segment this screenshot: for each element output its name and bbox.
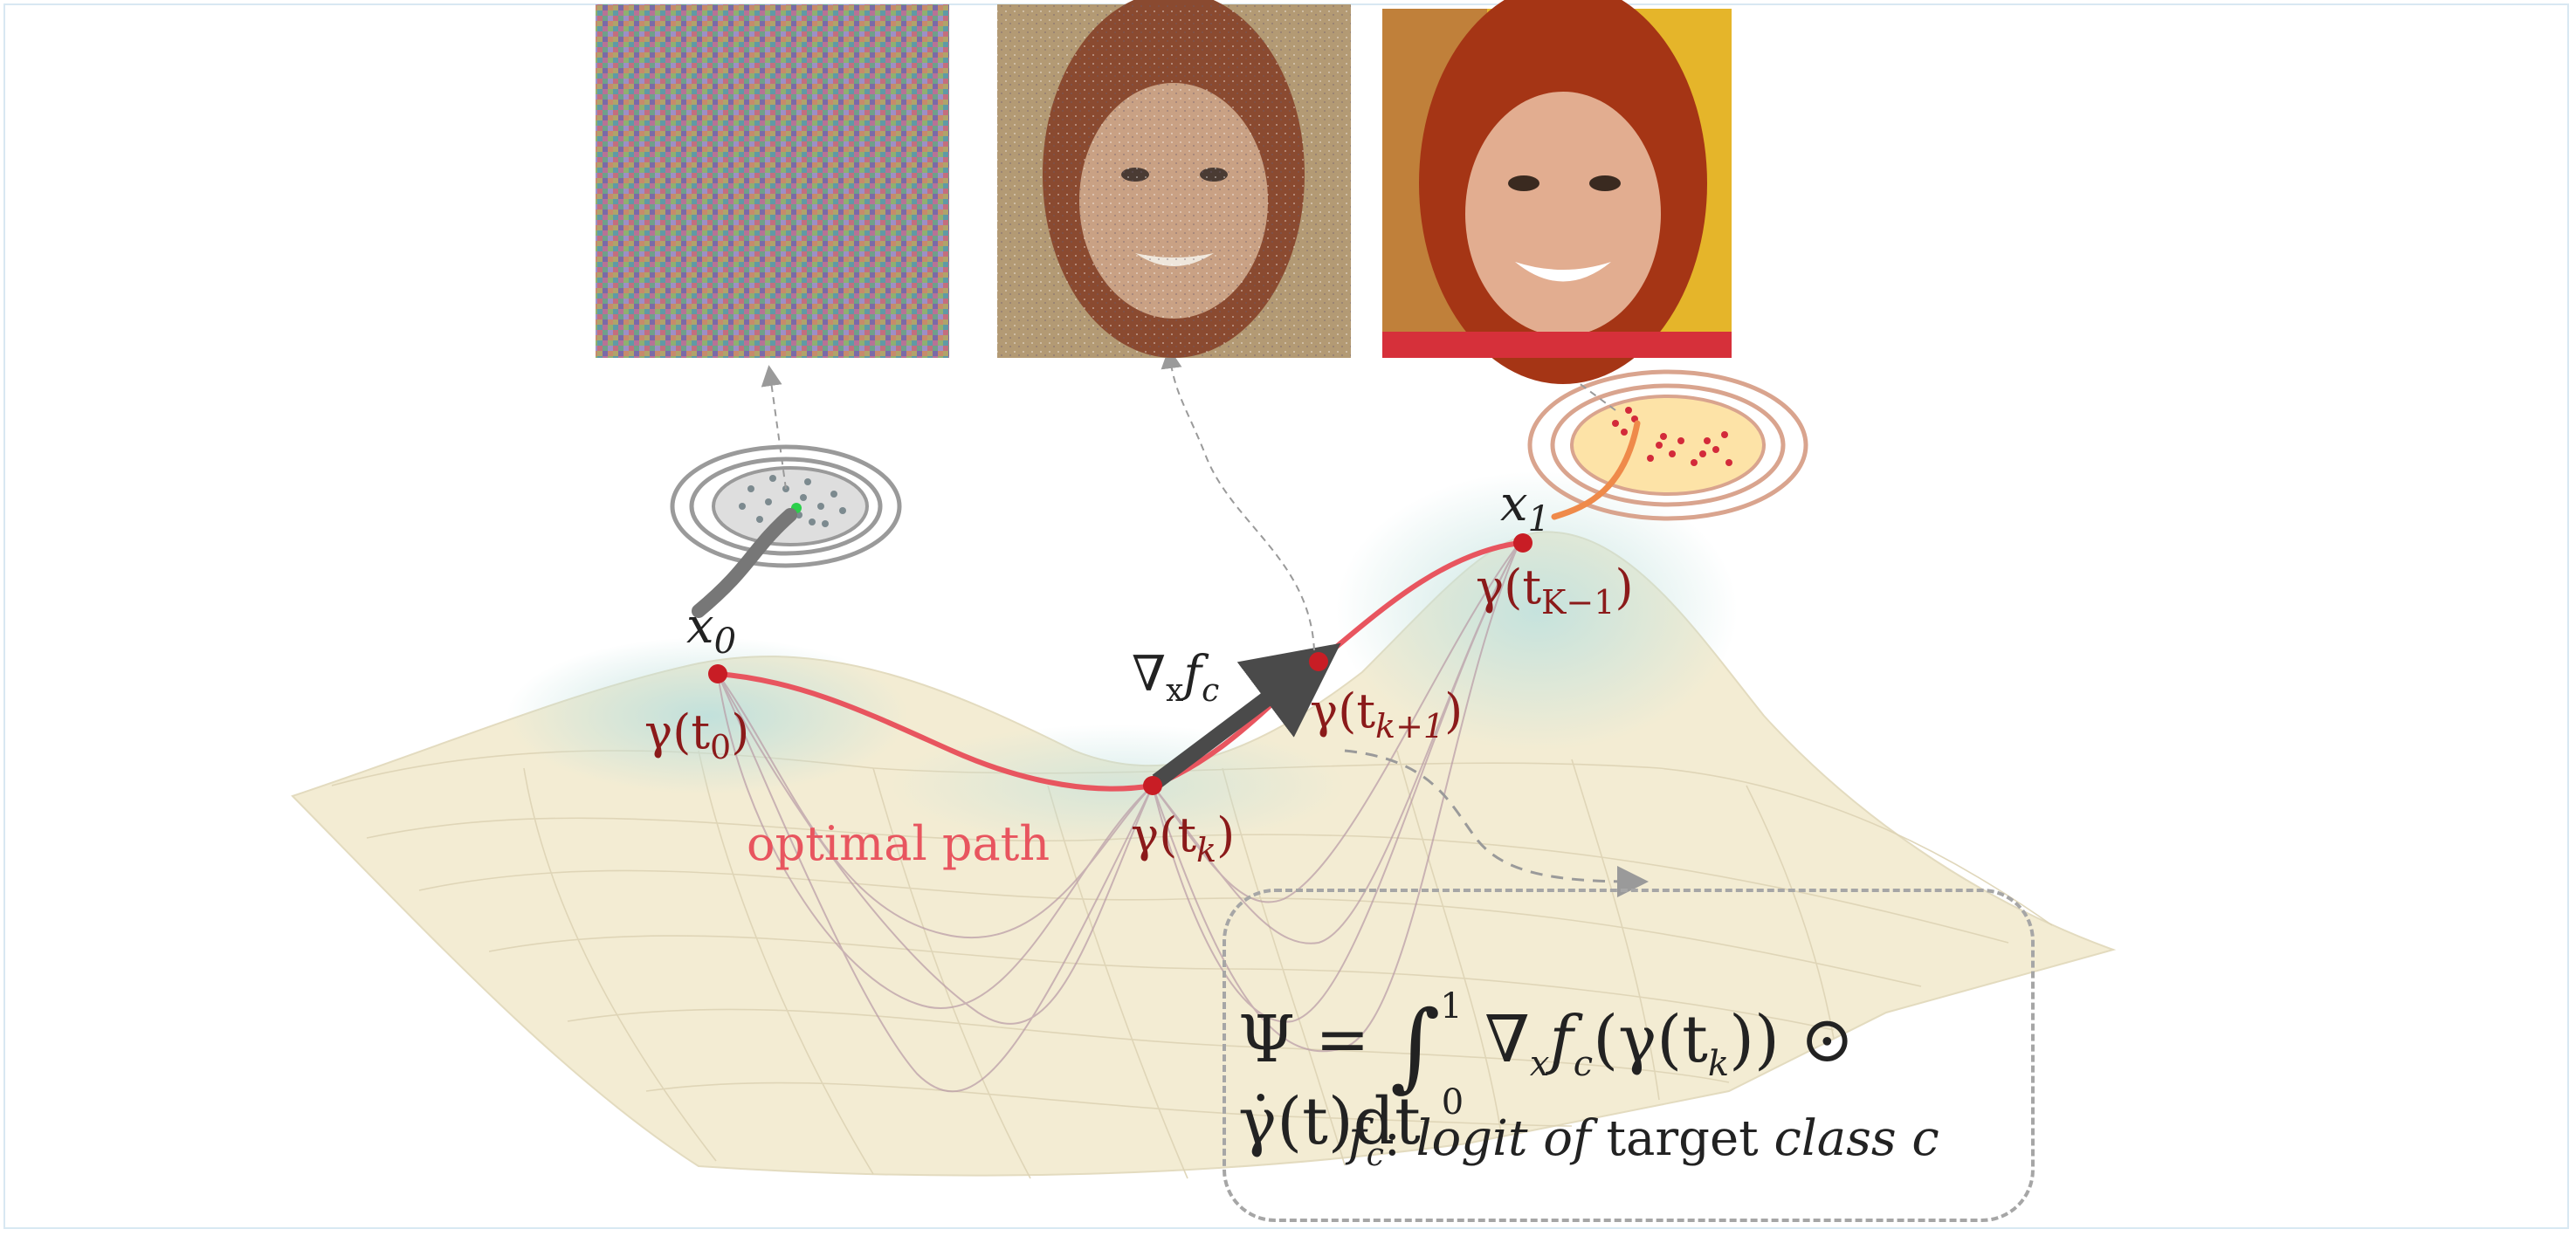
formula-note: fc: logit of target class c xyxy=(1348,1110,1939,1174)
label-gamma-tK1: γ(tK−1) xyxy=(1476,560,1634,621)
label-optimal-path: optimal path xyxy=(747,816,1050,871)
gradient-arrow xyxy=(1152,642,1341,788)
integral-formula: Ψ = ∫10∇xfc(γ(tk)) ⊙ γ̇(t)dt xyxy=(1238,986,1855,1159)
clean-face-image xyxy=(1382,0,1732,384)
connector-middle xyxy=(1161,347,1315,651)
energy-surface xyxy=(291,471,2117,1179)
point-tK1 xyxy=(1513,533,1533,553)
label-gamma-tk1: γ(tk+1) xyxy=(1310,683,1464,745)
point-tk1 xyxy=(1309,652,1328,671)
data-distribution xyxy=(1527,358,1808,521)
point-t0 xyxy=(708,664,727,683)
noisy-face-image xyxy=(997,0,1351,358)
label-gamma-tk: γ(tk) xyxy=(1131,807,1236,869)
formula-box: Ψ = ∫10∇xfc(γ(tk)) ⊙ γ̇(t)dt fc: logit o… xyxy=(1223,889,2035,1222)
label-gradient: ∇xfc xyxy=(1132,646,1220,710)
label-gamma-t0: γ(t0) xyxy=(644,704,750,766)
label-x0: x0 xyxy=(686,598,737,663)
noise-distribution xyxy=(670,365,902,618)
label-x1: x1 xyxy=(1500,476,1551,540)
connector-formula xyxy=(1344,749,1649,897)
noise-image xyxy=(596,4,949,358)
point-tk xyxy=(1143,776,1162,795)
